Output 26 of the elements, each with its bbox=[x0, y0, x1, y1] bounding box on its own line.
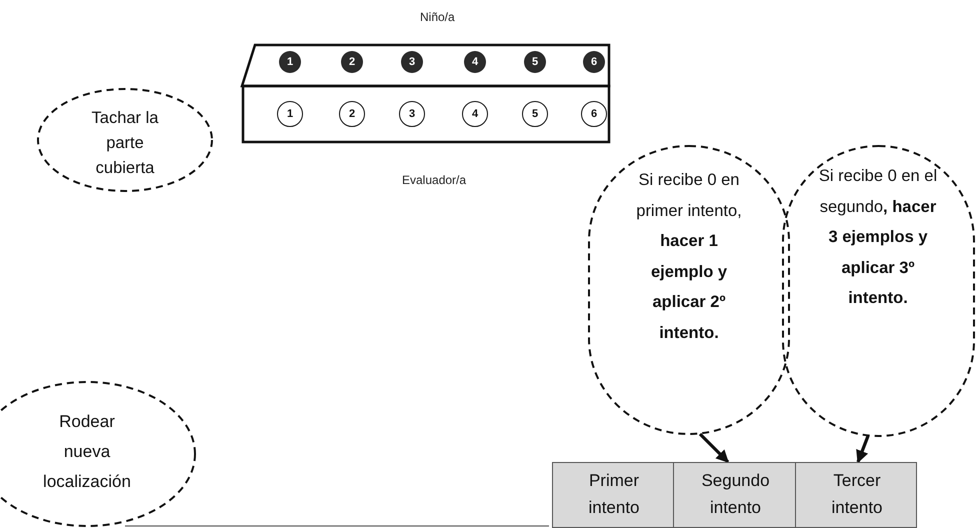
numbered-circle: 2 bbox=[341, 51, 363, 73]
numbered-circle: 3 bbox=[399, 101, 425, 127]
numbered-circle: 6 bbox=[581, 101, 607, 127]
header-text: Segundo intento bbox=[700, 470, 771, 519]
note-text: Si recibe 0 en primer intento, hacer 1 ejemplo y aplicar 2º intento. bbox=[635, 170, 743, 344]
note-text: Rodear nueva localización bbox=[42, 411, 132, 493]
side-label: Evaluador/a bbox=[402, 173, 466, 187]
side-label: Niño/a bbox=[420, 10, 455, 24]
numbered-circle: 4 bbox=[464, 51, 486, 73]
header-text: Tercer intento bbox=[830, 470, 884, 519]
numbered-circle: 6 bbox=[583, 51, 605, 73]
note-text: Si recibe 0 en el segundo, hacer 3 ejemplos y aplicar 3º intento. bbox=[818, 166, 938, 309]
numbered-circle: 3 bbox=[401, 51, 423, 73]
table-header-cell bbox=[673, 462, 796, 528]
numbered-circle: 2 bbox=[339, 101, 365, 127]
numbered-circle: 5 bbox=[522, 101, 548, 127]
numbered-circle: 1 bbox=[279, 51, 301, 73]
table-header-cell bbox=[795, 462, 917, 528]
arrow bbox=[698, 432, 730, 464]
numbered-circle: 1 bbox=[277, 101, 303, 127]
arrow bbox=[856, 435, 870, 464]
header-text: Primer intento bbox=[587, 470, 641, 519]
numbered-circle: 5 bbox=[524, 51, 546, 73]
note-text: Tachar la parte cubierta bbox=[90, 108, 160, 179]
table-header-cell bbox=[552, 462, 674, 528]
numbered-circle: 4 bbox=[462, 101, 488, 127]
